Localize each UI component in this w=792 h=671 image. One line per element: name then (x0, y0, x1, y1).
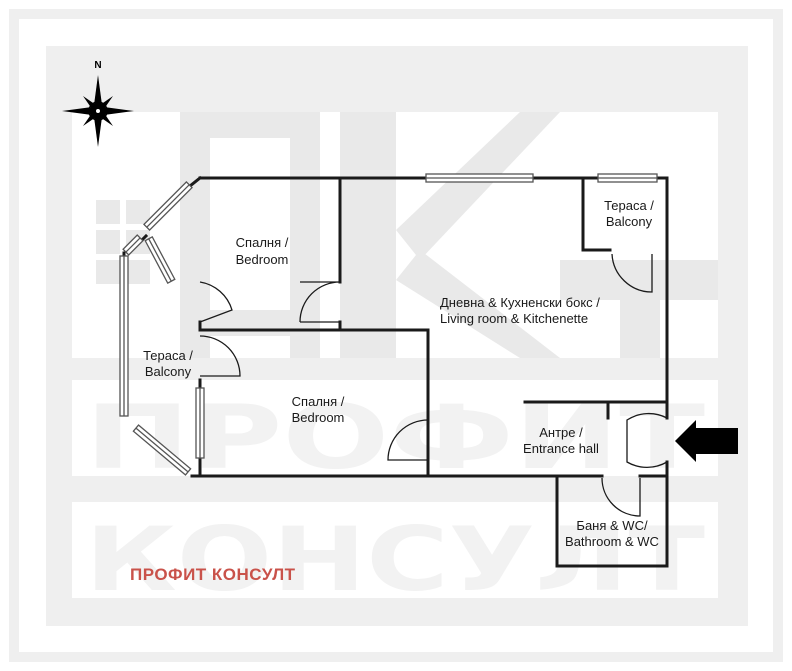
living-label-1: Дневна & Кухненски бокс / (440, 295, 600, 310)
bathroom-label-1: Баня & WC/ (576, 518, 648, 533)
door-bathroom (601, 477, 641, 517)
terrace-right-label-1: Тераса / (604, 198, 654, 213)
walls (122, 175, 669, 568)
door-bedroom-upper-terrace (199, 281, 233, 323)
window-diagonal-corner (122, 234, 144, 256)
terrace-left-label-1: Тераса / (143, 348, 193, 363)
window-diagonal-lower (132, 424, 192, 476)
door-entrance (626, 412, 668, 469)
bedroom-lower-label-2: Bedroom (292, 410, 345, 425)
compass-icon: N (62, 60, 134, 147)
bathroom-label-2: Bathroom & WC (565, 534, 659, 549)
bedroom-lower-label-1: Спалня / (292, 394, 345, 409)
terrace-left-label-2: Balcony (145, 364, 192, 379)
entrance-label-2: Entrance hall (523, 441, 599, 456)
window-diagonal-upper (143, 181, 193, 231)
window-terrace-inner-diagonal (144, 236, 176, 284)
watermark-logo (96, 112, 718, 358)
compass-north-label: N (94, 60, 101, 71)
bedroom-upper-label-2: Bedroom (236, 252, 289, 267)
entrance-label-1: Антре / (539, 425, 583, 440)
room-labels: Спалня / Bedroom Дневна & Кухненски бокс… (143, 198, 659, 549)
bedroom-upper-label-1: Спалня / (236, 235, 289, 250)
door-bedroom-lower (387, 419, 429, 461)
door-bedroom-upper (299, 281, 341, 323)
doors (199, 253, 668, 517)
living-label-2: Living room & Kitchenette (440, 311, 588, 326)
door-terrace-right (611, 253, 653, 293)
entrance-arrow-icon (675, 420, 738, 462)
terrace-right-label-2: Balcony (606, 214, 653, 229)
brand-text: ПРОФИТ КОНСУЛТ (130, 565, 296, 584)
windows (119, 173, 658, 476)
watermark-line2: КОНСУЛТ (85, 508, 705, 611)
door-left-terrace (199, 335, 241, 377)
